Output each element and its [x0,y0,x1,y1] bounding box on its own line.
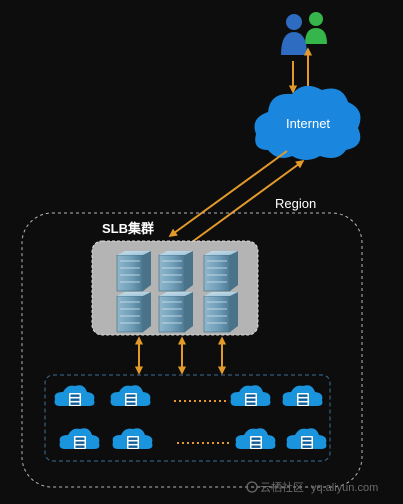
cloud-server-icon [230,385,271,406]
slb-server-icon [203,292,238,333]
cloud-server-icon [110,385,151,406]
region-label: Region [275,196,316,211]
users-icon [281,12,327,55]
slb-server-icon [116,292,151,333]
internet-label: Internet [286,116,330,131]
slb-server-icon [116,251,151,292]
slb-backend-links [134,336,227,375]
slb-cluster-label: SLB集群 [102,221,154,236]
watermark-cn: 云栖社区 [260,480,304,494]
slb-server-icon [203,251,238,292]
cloud-server-icon [59,428,100,449]
internet-cloud-icon: Internet [254,85,361,160]
internet-slb-link [168,150,305,243]
backend-ellipsis [174,400,230,444]
slb-server-icon [158,292,193,333]
slb-server-icon [158,251,193,292]
slb-server-group [116,251,238,333]
backend-server-pool [44,374,331,462]
cloud-server-icon [112,428,153,449]
cloud-server-icon [54,385,95,406]
region-boundary [21,212,363,488]
cloud-server-icon [286,428,327,449]
watermark-url: yq.aliyun.com [311,482,378,494]
watermark: 云栖社区 yq.aliyun.com [246,480,378,494]
cloud-server-icon [282,385,323,406]
backend-server-icons [54,385,327,449]
users-internet-link [288,47,313,94]
cloud-server-icon [235,428,276,449]
